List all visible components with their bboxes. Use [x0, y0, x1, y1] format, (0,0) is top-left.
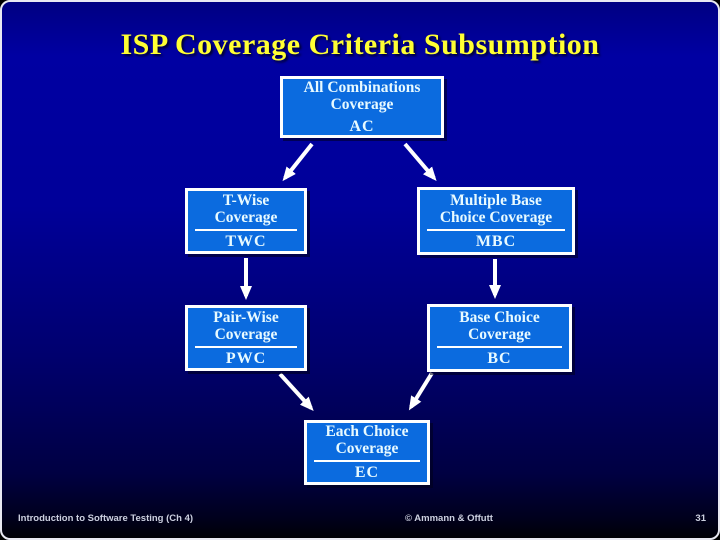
node-label: All Combinations — [303, 78, 421, 96]
node-divider — [314, 460, 420, 462]
slide-footer: Introduction to Software Testing (Ch 4) … — [2, 513, 718, 529]
slide-title: ISP Coverage Criteria Subsumption — [120, 28, 600, 61]
node-label: Base Choice — [459, 308, 540, 326]
node-label: Coverage — [330, 95, 394, 113]
arrow-ac-twc — [282, 142, 314, 182]
footer-course-label: Introduction to Software Testing (Ch 4) — [18, 513, 194, 524]
node-label: Pair-Wise — [213, 308, 279, 326]
node-abbreviation: AC — [349, 117, 375, 135]
node-pair-wise-coverage: Pair-Wise Coverage PWC — [185, 305, 307, 371]
node-label: Coverage — [214, 208, 278, 226]
footer-copyright: © Ammann & Offutt — [405, 513, 493, 524]
node-abbreviation: TWC — [225, 232, 267, 250]
arrow-ac-mbc — [403, 142, 437, 182]
node-abbreviation: BC — [487, 349, 512, 367]
node-divider — [427, 228, 565, 231]
node-t-wise-coverage: T-Wise Coverage TWC — [185, 188, 307, 254]
node-each-choice-coverage: Each Choice Coverage EC — [304, 420, 430, 485]
node-divider — [195, 345, 297, 348]
node-divider — [195, 228, 297, 231]
node-label: Each Choice — [325, 423, 409, 440]
node-all-combinations-coverage: All Combinations Coverage AC — [280, 76, 444, 138]
node-divider — [437, 345, 562, 348]
node-multiple-base-choice-coverage: Multiple Base Choice Coverage MBC — [417, 187, 575, 255]
node-label: Coverage — [335, 440, 399, 457]
node-abbreviation: MBC — [475, 232, 517, 250]
node-label: Coverage — [214, 325, 278, 343]
node-label: Multiple Base — [450, 191, 542, 209]
footer-page-number: 31 — [695, 513, 706, 524]
arrow-bc-ec — [408, 371, 434, 411]
node-abbreviation: EC — [354, 464, 380, 481]
node-label: T-Wise — [222, 191, 270, 209]
node-label: Choice Coverage — [439, 208, 553, 226]
arrow-pwc-ec — [278, 372, 314, 411]
node-label: Coverage — [468, 325, 531, 343]
node-base-choice-coverage: Base Choice Coverage BC — [427, 304, 572, 372]
node-abbreviation: PWC — [225, 349, 267, 367]
